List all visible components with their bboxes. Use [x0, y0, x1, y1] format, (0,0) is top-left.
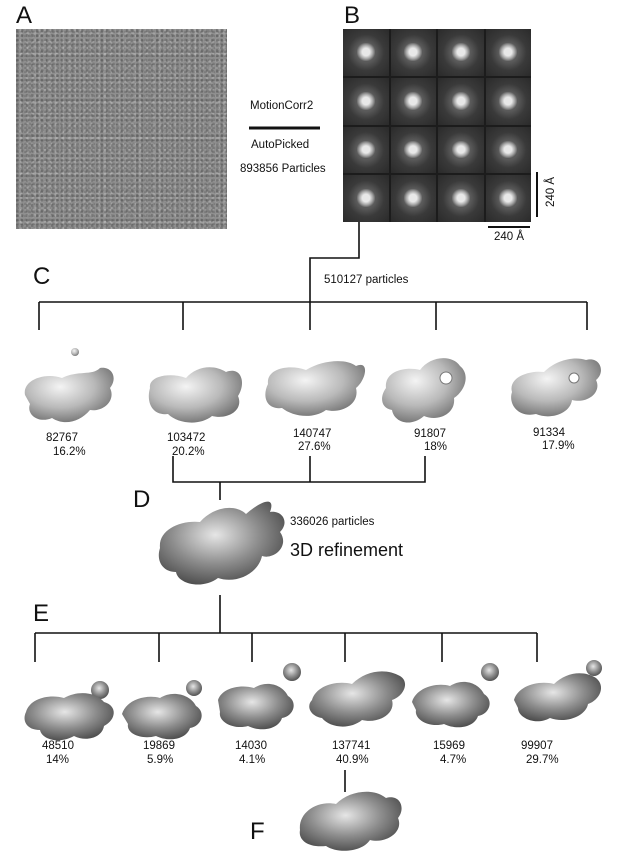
class-percentage: 17.9%	[542, 440, 575, 452]
class-average	[390, 126, 436, 174]
class-count: 14030	[235, 740, 267, 752]
class-average	[438, 77, 484, 125]
class-percentage: 14%	[46, 754, 70, 766]
class-average	[485, 29, 531, 76]
micrograph-image	[16, 29, 227, 229]
density-map-c3	[265, 361, 366, 416]
refinement-label: 3D refinement	[290, 540, 404, 560]
connector-b-to-c	[309, 222, 360, 302]
class-percentage: 16.2%	[53, 446, 86, 458]
class-average	[438, 126, 484, 174]
class-average	[485, 126, 531, 174]
class-average	[438, 175, 484, 222]
class-count: 19869	[143, 740, 175, 752]
density-map-e3	[218, 663, 301, 730]
class-percentage: 4.1%	[239, 754, 266, 766]
merge-bracket	[172, 456, 426, 483]
class-percentage: 27.6%	[298, 441, 331, 453]
class-average	[343, 126, 389, 174]
class-average	[390, 77, 436, 125]
density-map-e6	[514, 660, 602, 722]
class-percentage: 18%	[424, 441, 448, 453]
class-count: 48510	[42, 740, 74, 752]
class-average	[343, 29, 389, 76]
class-averages-grid	[343, 29, 531, 222]
class-average	[485, 77, 531, 125]
class-count: 99907	[521, 740, 553, 752]
class-average	[343, 175, 389, 222]
scale-bar-horizontal-label: 240 Å	[494, 231, 525, 243]
density-map-e2	[122, 680, 202, 740]
panel-label-c: C	[33, 263, 51, 290]
class-percentage: 20.2%	[172, 446, 205, 458]
class-count: 91334	[533, 427, 565, 439]
panel-label-a: A	[16, 2, 33, 29]
density-map-e5	[412, 663, 499, 728]
density-map-e4	[309, 671, 406, 727]
class-average	[390, 29, 436, 76]
class-average	[438, 29, 484, 76]
panel-label-f: F	[250, 818, 265, 845]
class-average	[485, 175, 531, 222]
panel-label-d: D	[133, 486, 151, 513]
class-count: 82767	[46, 432, 78, 444]
class-average	[343, 77, 389, 125]
density-map-c5	[511, 358, 601, 417]
class-count: 103472	[167, 432, 206, 444]
final-density-map	[299, 791, 402, 851]
class-percentage: 40.9%	[336, 754, 369, 766]
class-count: 140747	[293, 428, 332, 440]
particles-total-label: 893856 Particles	[240, 163, 326, 175]
autopicked-label: AutoPicked	[251, 139, 310, 151]
density-map-c1	[24, 348, 114, 423]
class-percentage: 4.7%	[440, 754, 467, 766]
panel-label-b: B	[344, 2, 361, 29]
particles-refined-label: 336026 particles	[290, 516, 375, 528]
density-map-c2	[148, 367, 242, 423]
refined-density-map	[158, 501, 285, 585]
class-percentage: 29.7%	[526, 754, 559, 766]
class-count: 91807	[414, 428, 446, 440]
panel-label-e: E	[33, 600, 50, 627]
class-percentage: 5.9%	[147, 754, 174, 766]
class-count: 15969	[433, 740, 465, 752]
density-map-c4	[382, 358, 466, 423]
class-average	[390, 175, 436, 222]
density-map-e1	[24, 681, 114, 741]
motioncorr-label: MotionCorr2	[250, 100, 314, 112]
class-count: 137741	[332, 740, 371, 752]
particles-after-2d-label: 510127 particles	[324, 274, 409, 286]
